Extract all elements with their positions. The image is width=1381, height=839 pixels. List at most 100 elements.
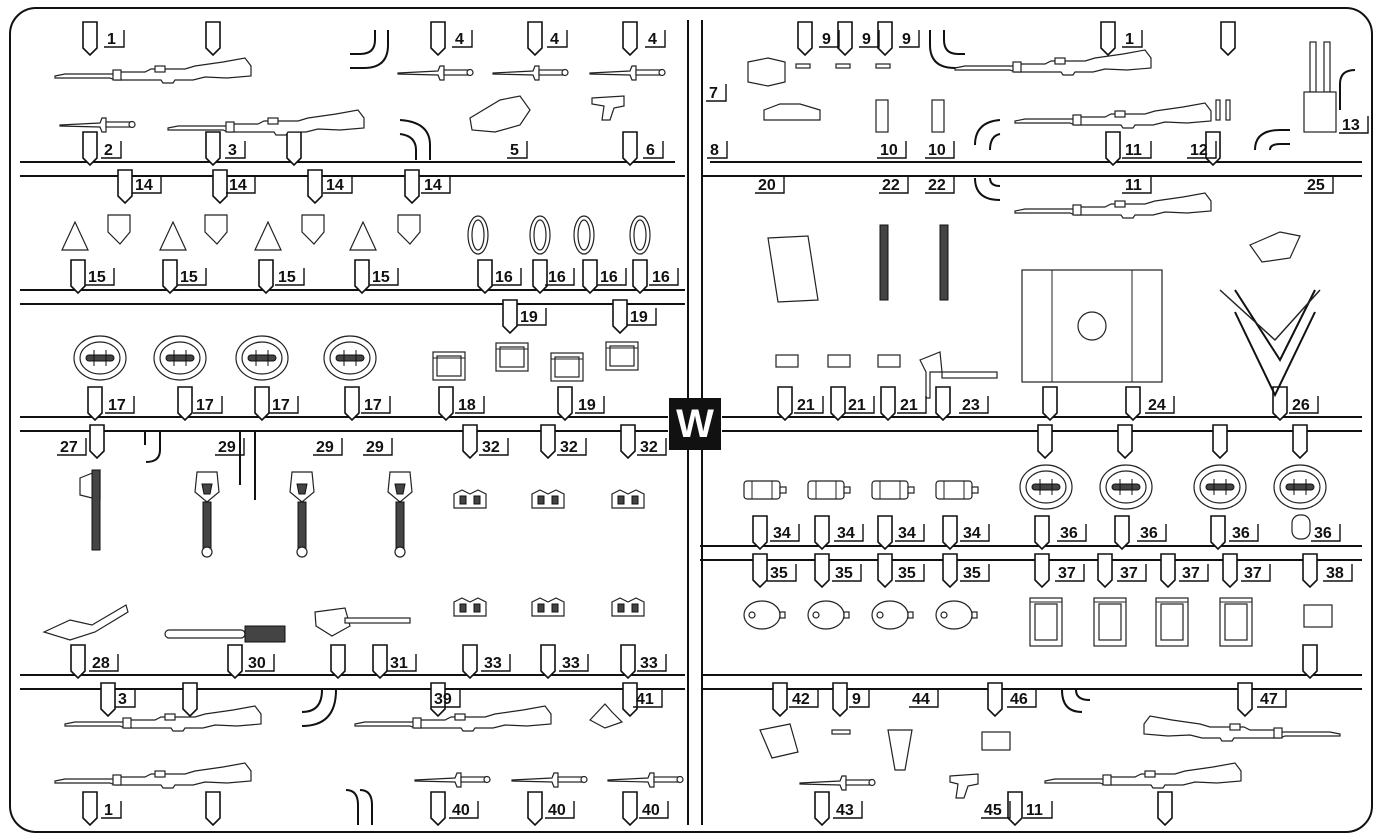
label-bracket (895, 524, 925, 542)
label-bracket (449, 801, 479, 819)
part-number-label: 19 (520, 309, 538, 326)
part-number-label: 14 (229, 177, 247, 194)
part-number-label: 34 (963, 525, 981, 542)
label-bracket (545, 801, 575, 819)
part-number-label: 16 (652, 269, 670, 286)
part-number-label: 14 (326, 177, 344, 194)
label-bracket (323, 176, 353, 194)
runners (20, 20, 1362, 825)
sprue-hooks (144, 30, 1356, 825)
label-bracket (105, 396, 135, 414)
part-number-label: 45 (984, 802, 1002, 819)
label-bracket (1122, 176, 1152, 194)
part-number-label: 37 (1182, 565, 1200, 582)
part-number-label: 23 (962, 397, 980, 414)
label-bracket (269, 396, 299, 414)
part-number-label: 10 (880, 142, 898, 159)
part-number-label: 20 (758, 177, 776, 194)
label-bracket (981, 801, 1011, 819)
label-bracket (637, 654, 667, 672)
label-bracket (859, 30, 880, 48)
part-number-label: 4 (550, 31, 559, 48)
part-number-label: 29 (366, 439, 384, 456)
part-number-label: 15 (372, 269, 390, 286)
part-number-label: 27 (60, 439, 78, 456)
part-number-label: 35 (835, 565, 853, 582)
label-bracket (193, 396, 223, 414)
label-bracket (637, 438, 667, 456)
part-number-label: 1 (1125, 31, 1134, 48)
label-bracket (819, 30, 840, 48)
label-bracket (897, 396, 927, 414)
part-number-label: 11 (1026, 802, 1043, 819)
label-bracket (225, 141, 246, 159)
part-number-label: 40 (548, 802, 566, 819)
label-bracket (755, 176, 785, 194)
label-bracket (57, 438, 87, 456)
label-bracket (767, 564, 797, 582)
label-bracket (104, 30, 125, 48)
label-bracket (1241, 564, 1271, 582)
label-bracket (627, 308, 657, 326)
part-number-label: 17 (272, 397, 290, 414)
part-number-label: 16 (600, 269, 618, 286)
label-bracket (1145, 396, 1175, 414)
label-bracket (1023, 801, 1053, 819)
label-bracket (452, 30, 473, 48)
part-number-label: 47 (1260, 691, 1278, 708)
label-bracket (770, 524, 800, 542)
part-number-label: 34 (837, 525, 855, 542)
label-bracket (1257, 690, 1287, 708)
parts-row-5 (42, 597, 1333, 647)
part-number-label: 10 (928, 142, 946, 159)
parts-row-6 (54, 703, 1341, 799)
label-bracket (794, 396, 824, 414)
label-bracket (101, 141, 122, 159)
label-bracket (643, 141, 664, 159)
label-bracket (1137, 524, 1167, 542)
part-number-label: 33 (484, 655, 502, 672)
label-bracket (845, 396, 875, 414)
label-bracket (101, 801, 122, 819)
part-number-label: 29 (316, 439, 334, 456)
part-number-label: 1 (107, 31, 116, 48)
part-number-label: 33 (640, 655, 658, 672)
part-number-label: 8 (710, 142, 719, 159)
label-bracket (959, 396, 989, 414)
label-bracket (431, 690, 461, 708)
part-number-label: 12 (1190, 142, 1208, 159)
label-bracket (215, 438, 245, 456)
label-bracket (1179, 564, 1209, 582)
part-number-label: 5 (510, 142, 519, 159)
part-number-label: 13 (1342, 117, 1360, 134)
label-bracket (507, 141, 528, 159)
part-number-label: 32 (482, 439, 500, 456)
part-number-label: 9 (902, 31, 911, 48)
label-bracket (633, 690, 663, 708)
label-bracket (369, 268, 399, 286)
part-number-label: 4 (455, 31, 464, 48)
part-number-label: 36 (1140, 525, 1158, 542)
label-bracket (649, 268, 679, 286)
label-bracket (517, 308, 547, 326)
label-bracket (557, 438, 587, 456)
label-bracket (545, 268, 575, 286)
part-number-label: 40 (642, 802, 660, 819)
part-number-label: 21 (797, 397, 815, 414)
label-bracket (1055, 564, 1085, 582)
part-number-label: 11 (1125, 177, 1142, 194)
part-number-label: 46 (1010, 691, 1028, 708)
part-number-label: 29 (218, 439, 236, 456)
label-bracket (789, 690, 819, 708)
part-number-label: 15 (88, 269, 106, 286)
label-bracket (879, 176, 909, 194)
label-bracket (313, 438, 343, 456)
label-bracket (226, 176, 256, 194)
part-number-label: 34 (898, 525, 916, 542)
label-bracket (899, 30, 920, 48)
part-number-label: 35 (898, 565, 916, 582)
label-bracket (925, 141, 955, 159)
label-bracket (960, 524, 990, 542)
label-bracket (575, 396, 605, 414)
